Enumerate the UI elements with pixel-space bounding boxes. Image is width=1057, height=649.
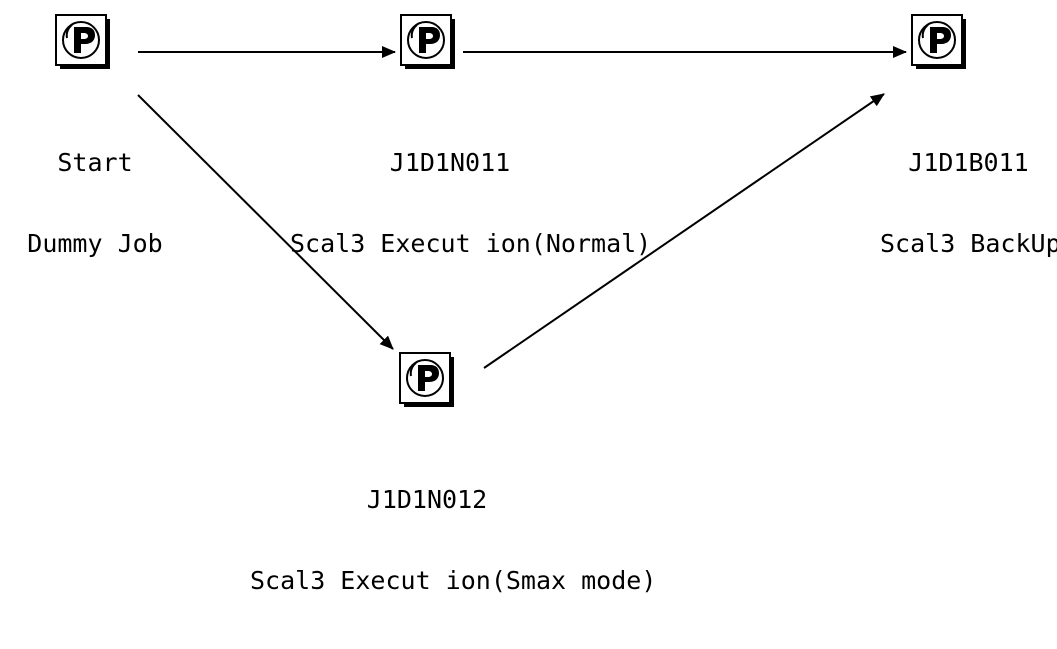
p-job-icon[interactable] (911, 14, 966, 69)
job-label-start: Start Dummy Job (10, 95, 180, 311)
job-node-j1d1n012[interactable] (399, 352, 454, 407)
job-description: Scal3 Execut ion(Smax mode) (250, 566, 657, 595)
edge-j1d1n012-to-j1d1b011[interactable] (483, 93, 885, 369)
edge-start-to-j1d1n012[interactable] (137, 94, 394, 350)
job-description: Scal3 Execut ion(Normal) (290, 229, 652, 258)
job-label-j1d1b011: J1D1B011 Scal3 BackUp (880, 95, 1057, 311)
job-name: J1D1N011 (389, 148, 511, 177)
job-name: J1D1N012 (366, 485, 488, 514)
job-node-start[interactable] (55, 14, 110, 69)
p-job-icon[interactable] (55, 14, 110, 69)
p-job-icon[interactable] (400, 14, 455, 69)
jobnet-diagram: Start Dummy Job J1D1N011 Scal3 Execut io… (10, 14, 1057, 594)
job-name: J1D1B011 (908, 148, 1029, 177)
p-job-icon[interactable] (399, 352, 454, 407)
edge-layer (137, 46, 907, 369)
job-node-j1d1n011[interactable] (400, 14, 455, 69)
job-description: Dummy Job (27, 229, 163, 258)
job-node-j1d1b011[interactable] (911, 14, 966, 69)
job-label-j1d1n011: J1D1N011 Scal3 Execut ion(Normal) (290, 95, 652, 311)
job-label-j1d1n012: J1D1N012 Scal3 Execut ion(Smax mode) (250, 432, 657, 648)
job-description: Scal3 BackUp (880, 229, 1057, 258)
job-name: Start (57, 148, 133, 177)
